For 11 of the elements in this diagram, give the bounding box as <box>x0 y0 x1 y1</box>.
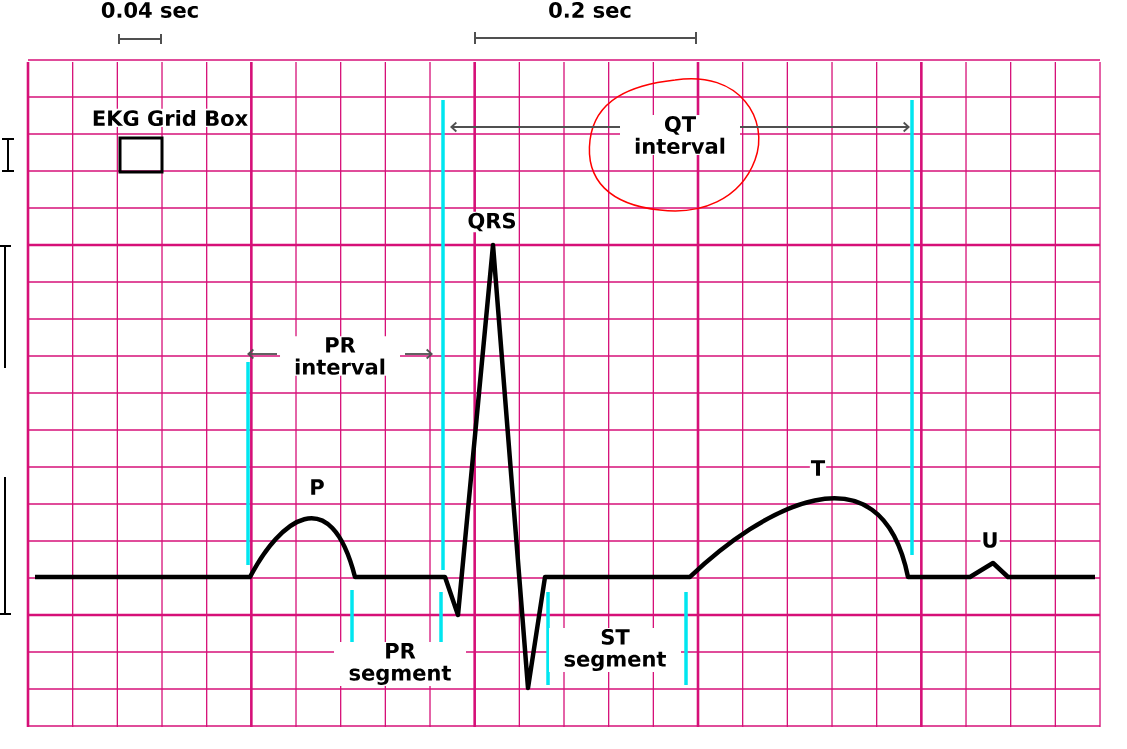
segment-label: ST segment <box>549 627 681 673</box>
wave-label: QRS <box>466 211 518 233</box>
wave-label: T <box>809 459 827 477</box>
segment-label: PR segment <box>334 642 466 686</box>
wave-label: U <box>980 531 1000 549</box>
scale-label: 0.2 sec <box>547 1 633 19</box>
interval-label: PR interval <box>280 336 400 376</box>
wave-label: P <box>308 478 326 496</box>
interval-label: QT interval <box>620 115 740 155</box>
scale-label: 0.04 sec <box>99 1 201 19</box>
grid-box-label: EKG Grid Box <box>90 108 250 128</box>
